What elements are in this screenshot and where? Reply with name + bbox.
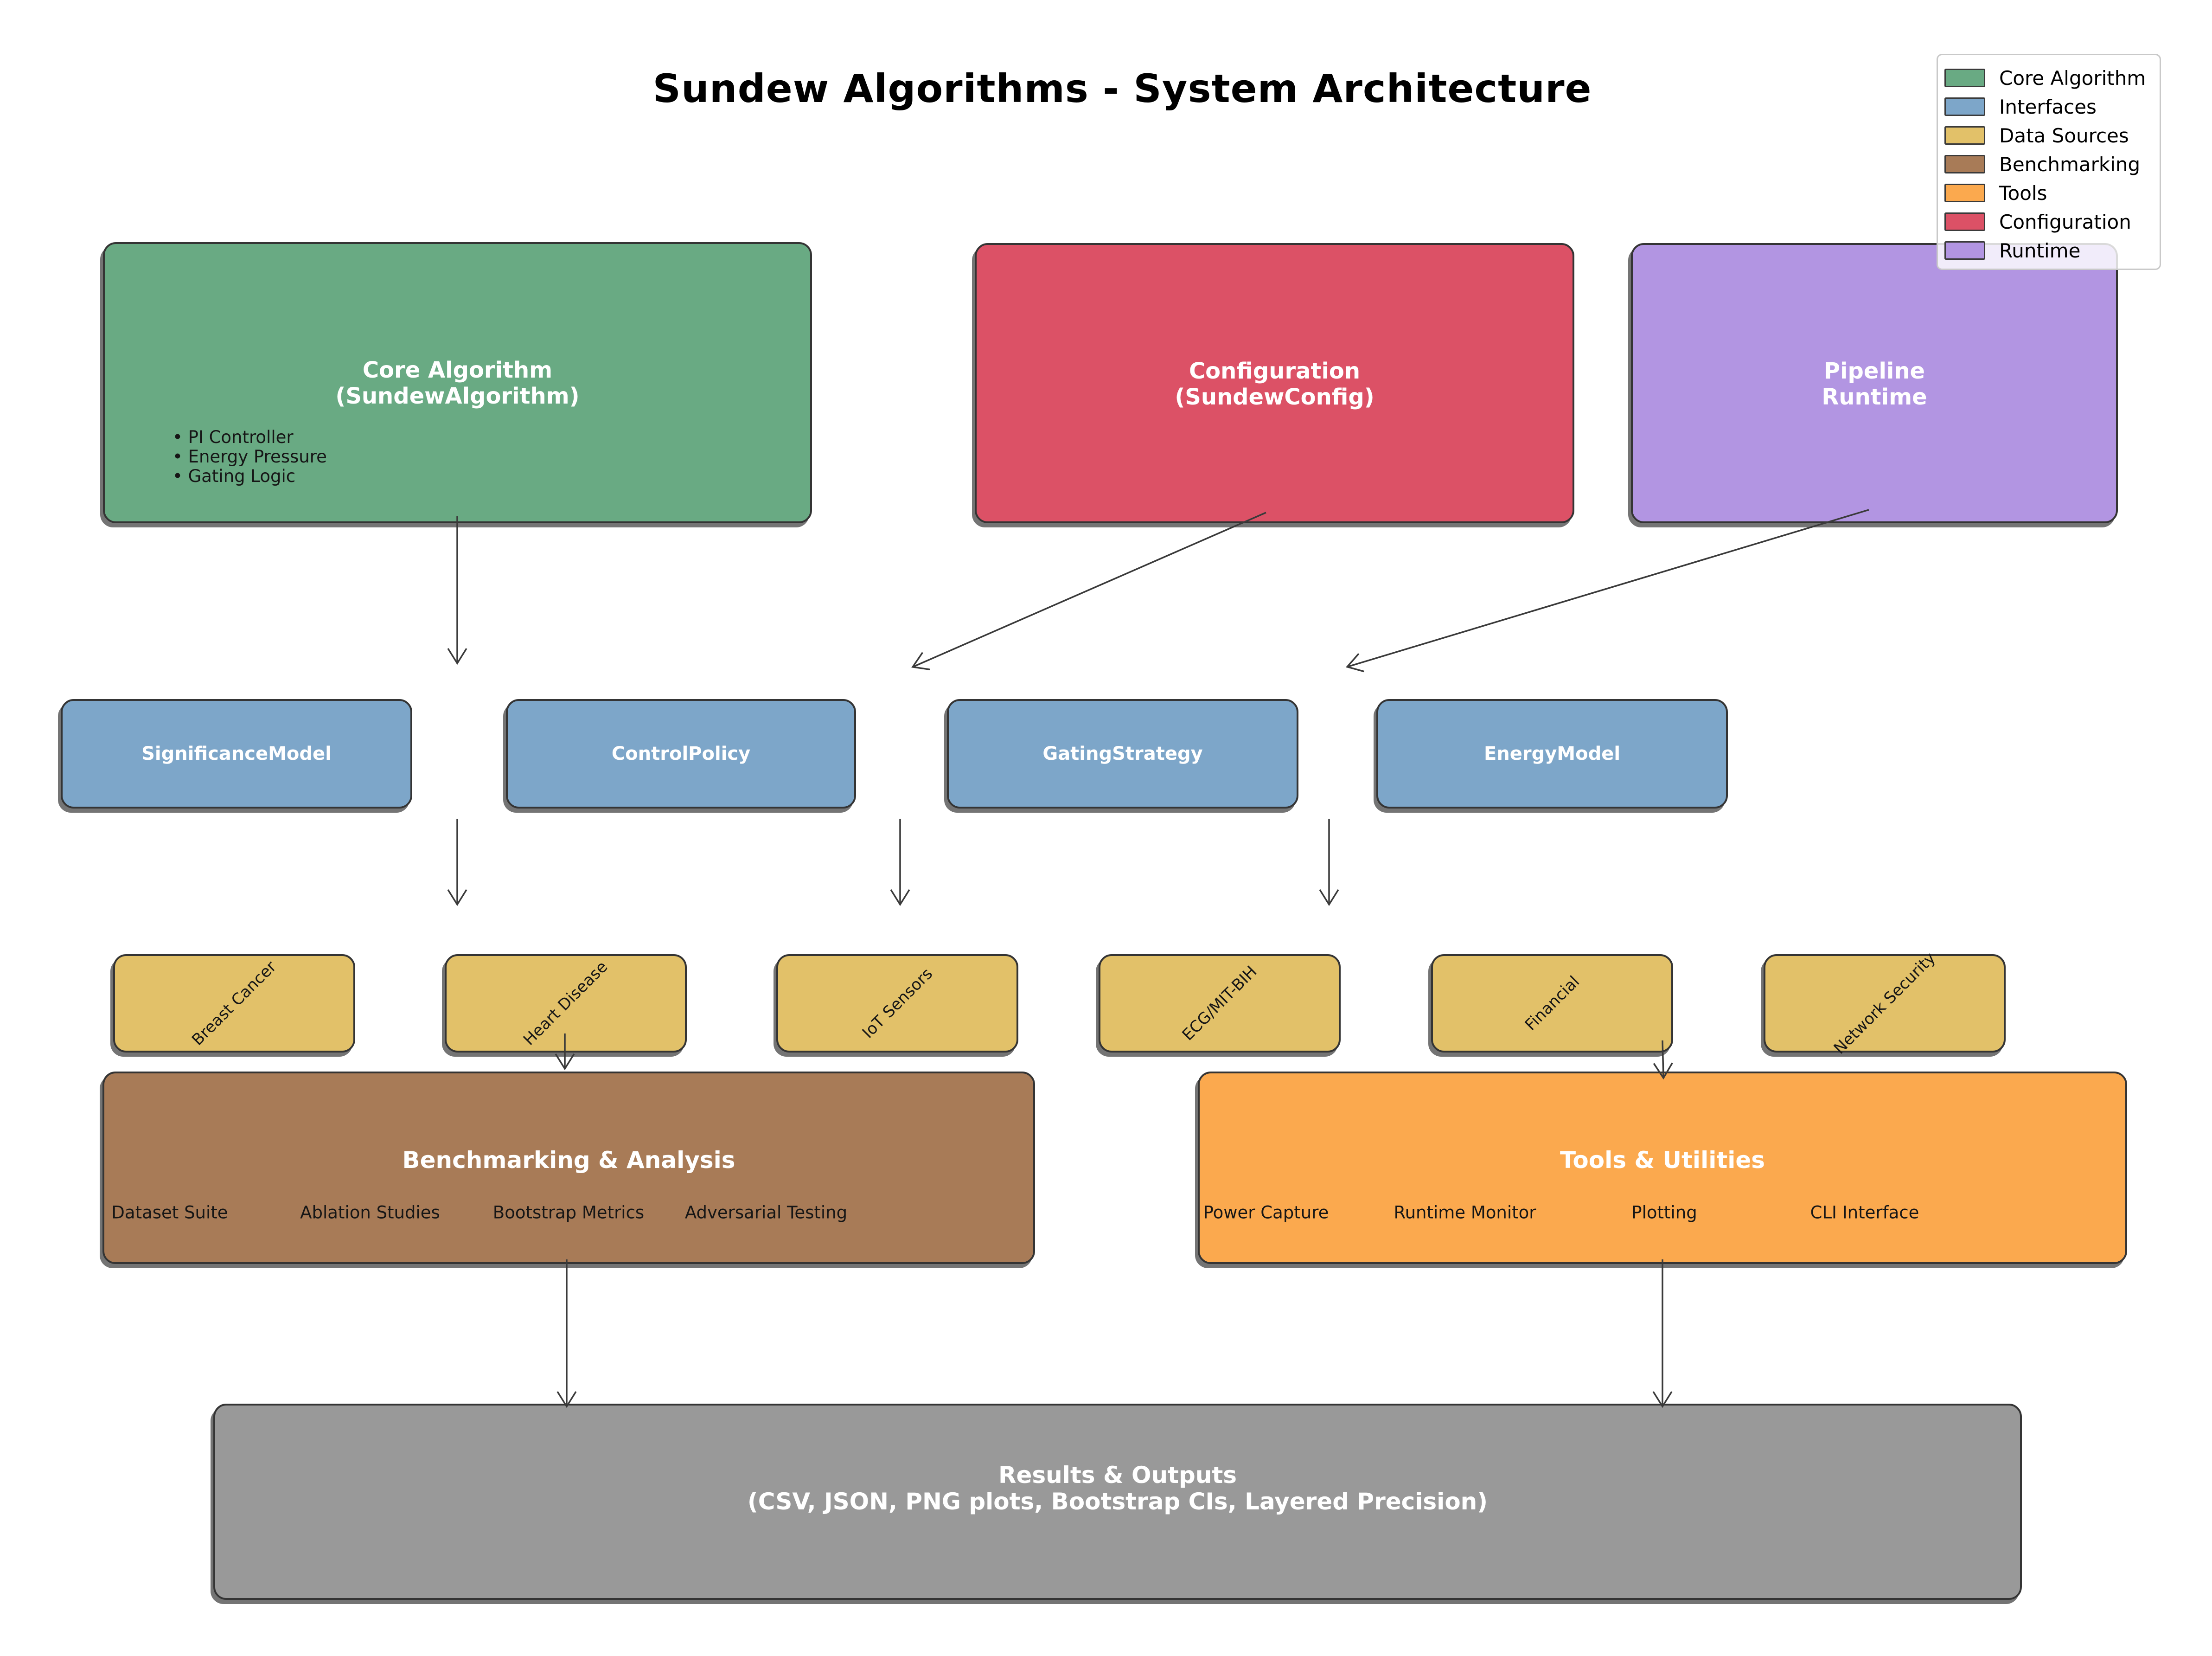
- results-title-line1: Results & Outputs: [998, 1462, 1237, 1489]
- interface-label: GatingStrategy: [1042, 743, 1203, 764]
- legend-row-tools: Tools: [1944, 179, 2160, 207]
- page-title: Sundew Algorithms - System Architecture: [652, 66, 1592, 111]
- feature-gating-logic: • Gating Logic: [173, 466, 296, 486]
- legend-swatch-core-algorithm: [1944, 69, 1985, 87]
- benchmarking-title: Benchmarking & Analysis: [402, 1147, 735, 1174]
- tools-item-plotting: Plotting: [1631, 1202, 1697, 1223]
- legend-swatch-tools: [1944, 184, 1985, 202]
- tools-item-power-capture: Power Capture: [1203, 1202, 1329, 1223]
- interface-box-significancemodel: SignificanceModel: [61, 699, 412, 809]
- core-algorithm-box: Core Algorithm (SundewAlgorithm) • PI Co…: [103, 242, 812, 523]
- dataset-box-heart-disease: Heart Disease: [445, 954, 687, 1053]
- legend-row-runtime: Runtime: [1944, 236, 2160, 265]
- results-box: Results & Outputs (CSV, JSON, PNG plots,…: [213, 1404, 2022, 1600]
- legend-swatch-data-sources: [1944, 126, 1985, 145]
- tools-box: Tools & Utilities Power Capture Runtime …: [1198, 1072, 2127, 1264]
- benchmarking-box: Benchmarking & Analysis Dataset Suite Ab…: [102, 1072, 1035, 1264]
- benchmarking-item-bootstrap-metrics: Bootstrap Metrics: [492, 1202, 645, 1223]
- core-algorithm-title: Core Algorithm (SundewAlgorithm): [105, 357, 810, 409]
- benchmarking-item-dataset-suite: Dataset Suite: [111, 1202, 228, 1223]
- dataset-label: ECG/MIT-BIH: [1178, 962, 1261, 1045]
- legend-row-interfaces: Interfaces: [1944, 92, 2160, 121]
- core-algorithm-title-line2: (SundewAlgorithm): [335, 383, 580, 409]
- legend-label: Data Sources: [1999, 124, 2129, 147]
- dataset-label: Network Security: [1830, 949, 1939, 1058]
- legend-row-data-sources: Data Sources: [1944, 121, 2160, 150]
- feature-pi-controller: • PI Controller: [173, 427, 294, 447]
- interface-box-energymodel: EnergyModel: [1376, 699, 1728, 809]
- legend-swatch-interfaces: [1944, 97, 1985, 116]
- interface-label: ControlPolicy: [611, 743, 751, 764]
- dataset-label: Heart Disease: [520, 957, 612, 1049]
- dataset-label: Breast Cancer: [188, 957, 280, 1049]
- tools-item-runtime-monitor: Runtime Monitor: [1394, 1202, 1536, 1223]
- interface-label: SignificanceModel: [141, 743, 332, 764]
- legend-label: Core Algorithm: [1999, 66, 2146, 90]
- dataset-box-iot-sensors: IoT Sensors: [776, 954, 1018, 1053]
- legend-label: Configuration: [1999, 210, 2131, 233]
- core-algorithm-title-line1: Core Algorithm: [362, 357, 553, 383]
- dataset-box-network-security: Network Security: [1764, 949, 2006, 1058]
- pipeline-title-line1: Pipeline: [1823, 358, 1925, 384]
- legend-label: Runtime: [1999, 239, 2081, 262]
- tools-item-cli-interface: CLI Interface: [1810, 1202, 1919, 1223]
- pipeline-runtime-title: Pipeline Runtime: [1633, 358, 2116, 410]
- tools-title: Tools & Utilities: [1560, 1147, 1765, 1174]
- legend-label: Tools: [1999, 181, 2047, 205]
- results-title-line2: (CSV, JSON, PNG plots, Bootstrap CIs, La…: [747, 1488, 1488, 1515]
- legend-row-configuration: Configuration: [1944, 207, 2160, 236]
- configuration-box: Configuration (SundewConfig): [975, 243, 1574, 523]
- dataset-label: IoT Sensors: [858, 964, 936, 1042]
- configuration-title-line1: Configuration: [1189, 358, 1361, 384]
- legend-row-benchmarking: Benchmarking: [1944, 150, 2160, 179]
- legend-swatch-configuration: [1944, 212, 1985, 231]
- arrow-runtime-to-interfaces: [1345, 509, 1869, 673]
- legend-swatch-runtime: [1944, 241, 1985, 260]
- pipeline-title-line2: Runtime: [1822, 384, 1927, 410]
- configuration-title: Configuration (SundewConfig): [977, 358, 1573, 410]
- interface-box-controlpolicy: ControlPolicy: [506, 699, 856, 809]
- dataset-label: Financial: [1521, 972, 1583, 1034]
- legend-label: Interfaces: [1999, 95, 2097, 118]
- dataset-box-financial: Financial: [1431, 954, 1673, 1053]
- legend-row-core-algorithm: Core Algorithm: [1944, 64, 2160, 92]
- pipeline-runtime-box: Pipeline Runtime: [1631, 243, 2118, 523]
- arrow-config-to-interfaces: [911, 512, 1266, 671]
- interface-box-gatingstrategy: GatingStrategy: [947, 699, 1298, 809]
- legend-swatch-benchmarking: [1944, 155, 1985, 173]
- benchmarking-item-adversarial-testing: Adversarial Testing: [684, 1202, 848, 1223]
- dataset-box-ecg-mit-bih: ECG/MIT-BIH: [1099, 954, 1341, 1053]
- interface-label: EnergyModel: [1483, 743, 1621, 764]
- legend-label: Benchmarking: [1999, 153, 2141, 176]
- feature-energy-pressure: • Energy Pressure: [173, 447, 327, 467]
- benchmarking-item-ablation-studies: Ablation Studies: [300, 1202, 440, 1223]
- configuration-title-line2: (SundewConfig): [1175, 384, 1375, 410]
- core-algorithm-features: • PI Controller • Energy Pressure • Gati…: [173, 428, 327, 486]
- results-title: Results & Outputs (CSV, JSON, PNG plots,…: [215, 1462, 2020, 1515]
- legend: Core Algorithm Interfaces Data Sources B…: [1937, 54, 2161, 270]
- dataset-box-breast-cancer: Breast Cancer: [113, 954, 355, 1053]
